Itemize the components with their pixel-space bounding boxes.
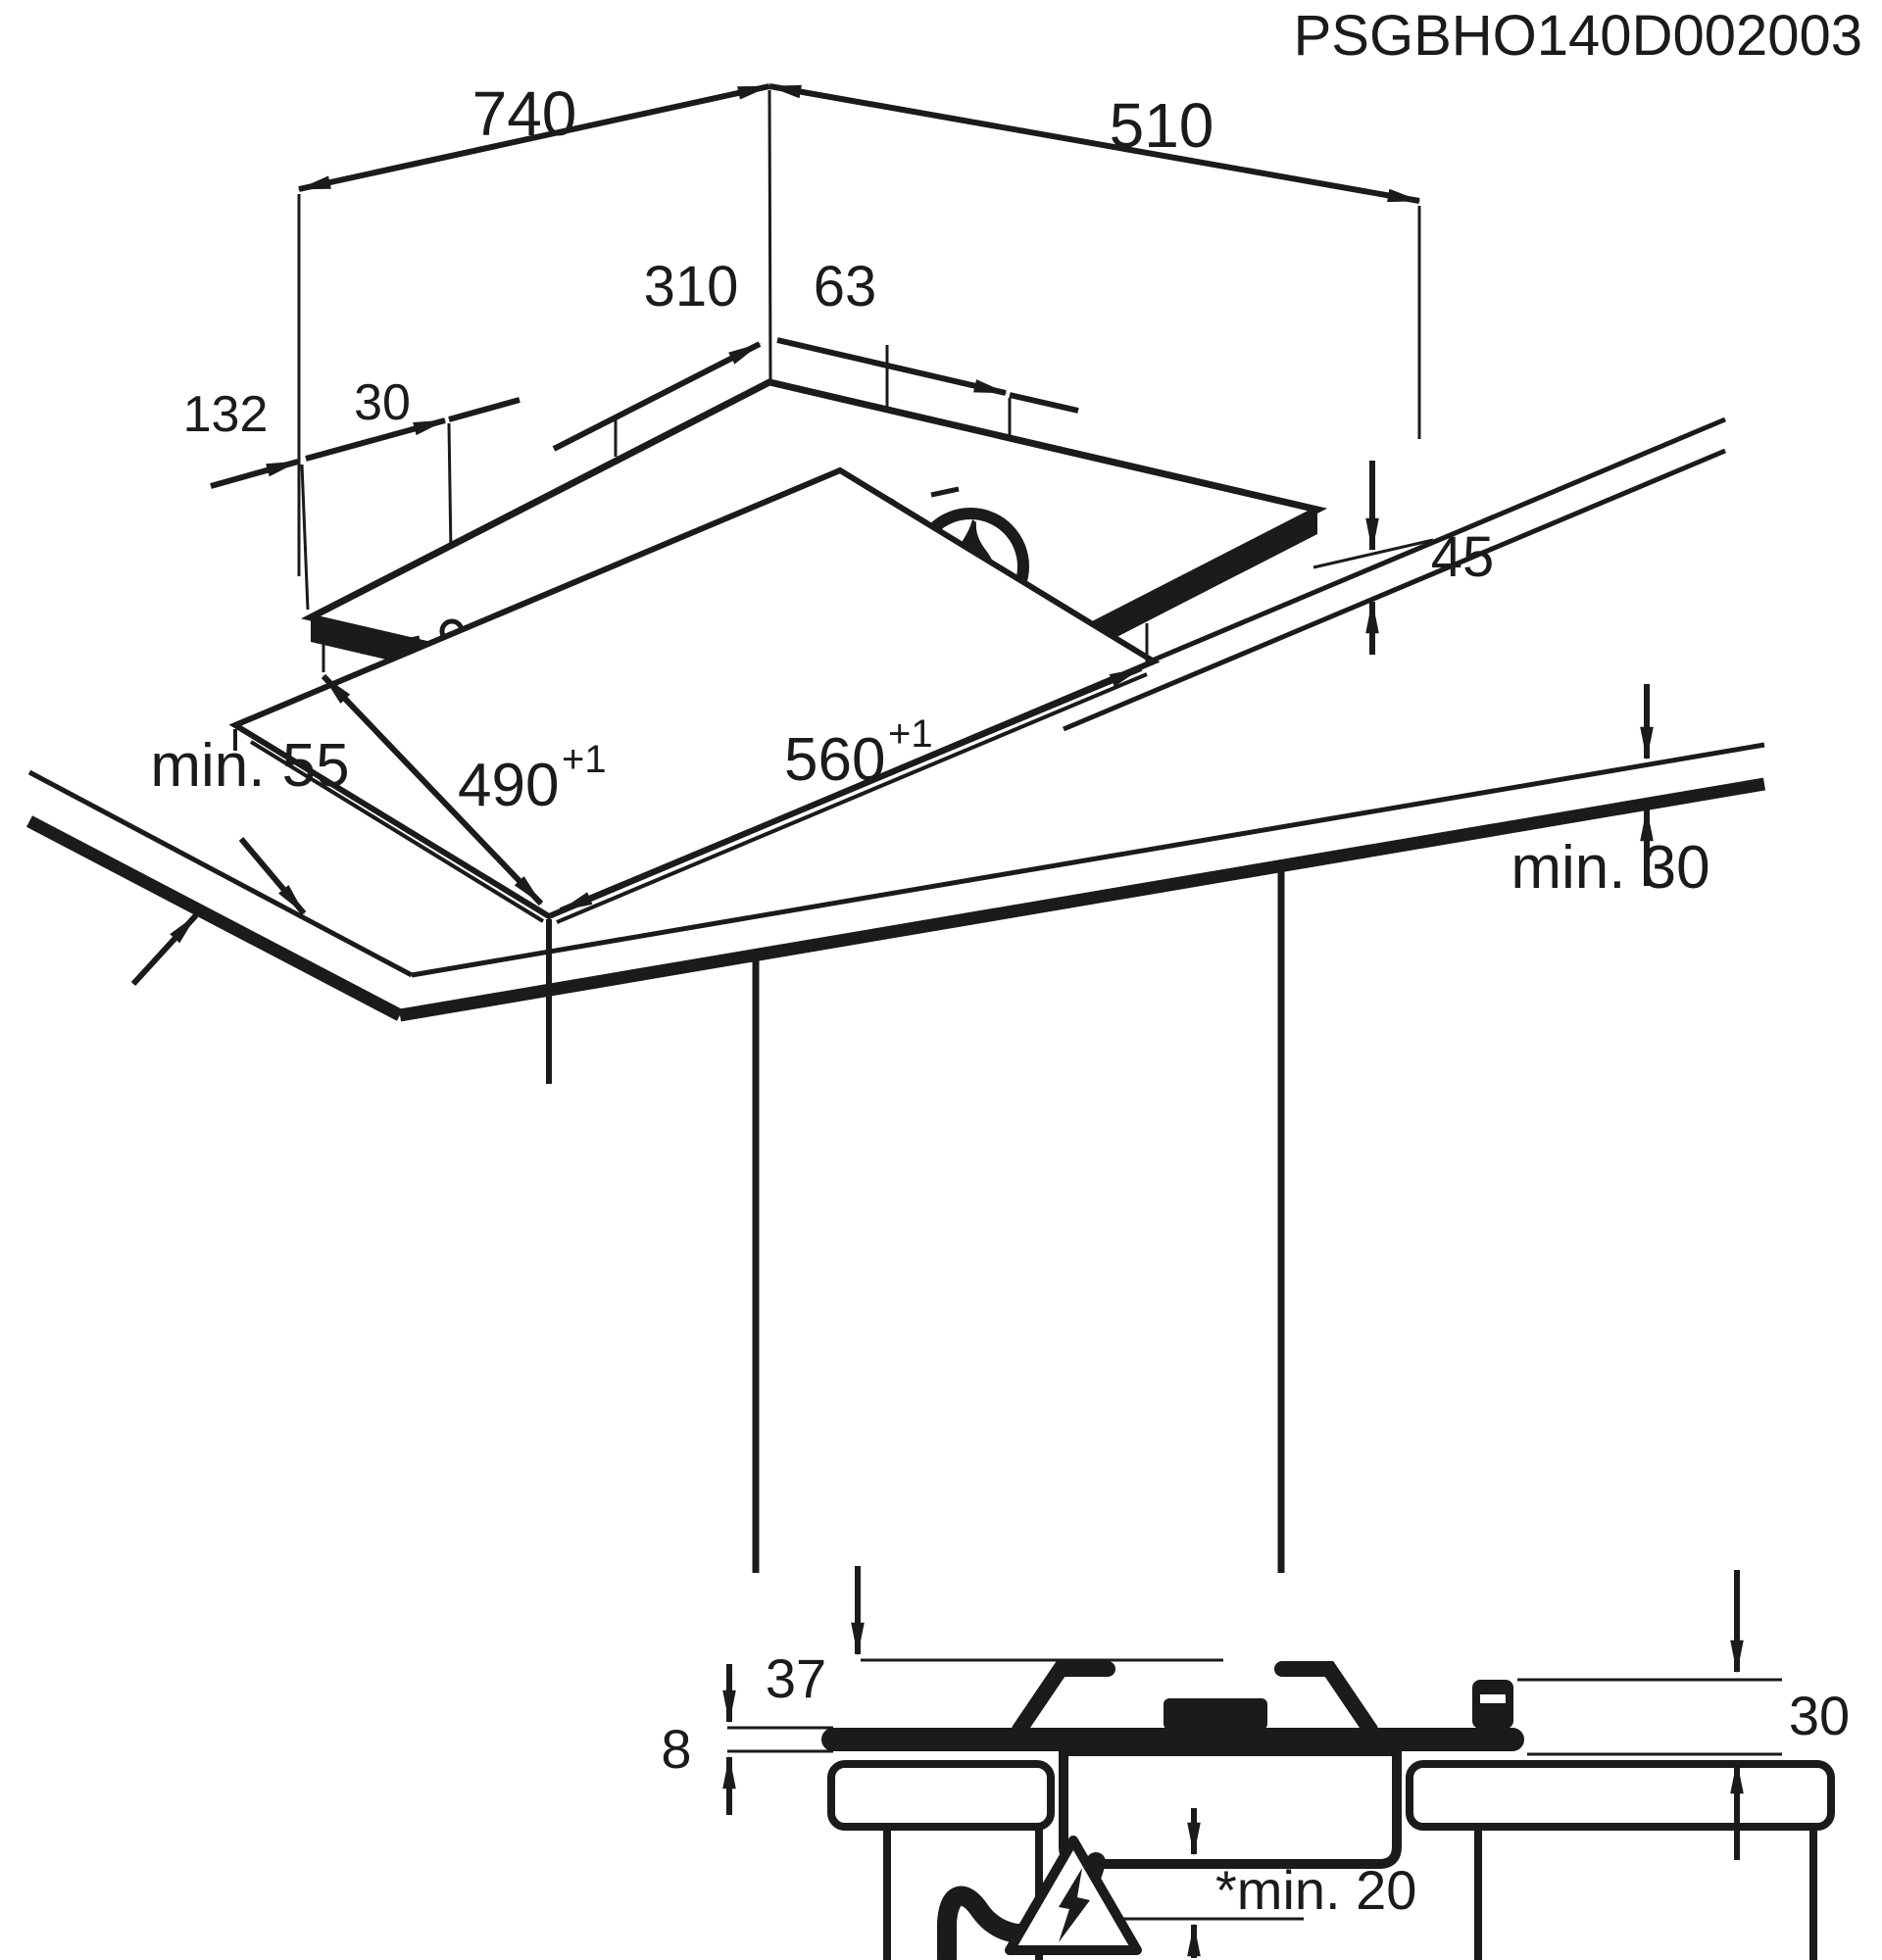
ext-132 — [300, 464, 310, 611]
dim-front-clearance-label: min. 55 — [150, 732, 349, 800]
dim-profile-height-label: 30 — [1789, 1685, 1850, 1746]
apex-projection-line — [768, 89, 772, 381]
tick-hob-plane — [1312, 538, 1434, 569]
dim-line-560 — [559, 665, 1143, 913]
cutout-view-diagram: min. 55 490 +1 560 +1 min. 30 — [25, 466, 1766, 1573]
glass-panel — [821, 1728, 1524, 1751]
dim-arm-310 — [552, 341, 762, 452]
dim-min55-arrow-2 — [130, 912, 199, 987]
worktop-section-left — [827, 1760, 1055, 1831]
dim-arm-63-tail — [1009, 392, 1079, 414]
dim-arm-63 — [776, 337, 1008, 396]
section-view-diagram: 37 8 30 — [661, 1566, 1850, 1960]
dim-hob-depth-label: 510 — [1110, 90, 1214, 161]
dim-clearance-below-label: *min. 20 — [1215, 1859, 1416, 1921]
igniter-element — [1472, 1680, 1513, 1729]
dim-cutout-width-tolerance: +1 — [888, 712, 933, 756]
dim-line-510 — [768, 83, 1421, 204]
dim-cutout-depth-tolerance: +1 — [562, 738, 607, 781]
worktop-edge-upper-2 — [1063, 448, 1726, 732]
dim-grate-height-label: 37 — [766, 1647, 826, 1709]
dim-arm-30-tail — [448, 397, 520, 422]
burner-hole-dash-2 — [930, 486, 960, 498]
worktop-edge-upper-1 — [1063, 416, 1726, 701]
dim-min55-arrow-1 — [238, 837, 307, 915]
dim-cutout-width-label: 560 — [784, 726, 885, 794]
dim-cutout-depth-label: 490 — [458, 752, 559, 819]
worktop-left-top-edge — [27, 769, 414, 978]
dim-line-740 — [297, 83, 771, 192]
warning-triangle-lightning-icon — [1005, 1836, 1142, 1955]
dim-ignition-spacing-label: 30 — [354, 374, 411, 431]
dim-line-490 — [321, 673, 544, 906]
dim-burner-edge-label: 63 — [814, 255, 877, 318]
dim-burner-span-label: 310 — [644, 255, 739, 318]
worktop-section-right — [1406, 1760, 1835, 1831]
ignition-hole-dash-2 — [360, 644, 383, 655]
dim-arm-30 — [305, 417, 447, 462]
dim-glass-thickness-label: 8 — [661, 1718, 691, 1780]
dim-hob-height-label: 45 — [1431, 525, 1495, 589]
dim-hob-width-label: 740 — [472, 78, 577, 149]
ignition-hole-dash-1 — [391, 635, 421, 647]
worktop-left-bottom-edge — [25, 815, 404, 1021]
dim-worktop-thickness-label: min. 30 — [1511, 834, 1709, 902]
burner-grate — [1012, 1661, 1378, 1738]
dim-arm-132 — [210, 459, 300, 489]
hob-underbox — [1059, 1746, 1402, 1869]
dim-ignition-offset-label: 132 — [183, 386, 269, 443]
drawing-code-label: PSGBHO140D002003 — [1294, 4, 1862, 68]
